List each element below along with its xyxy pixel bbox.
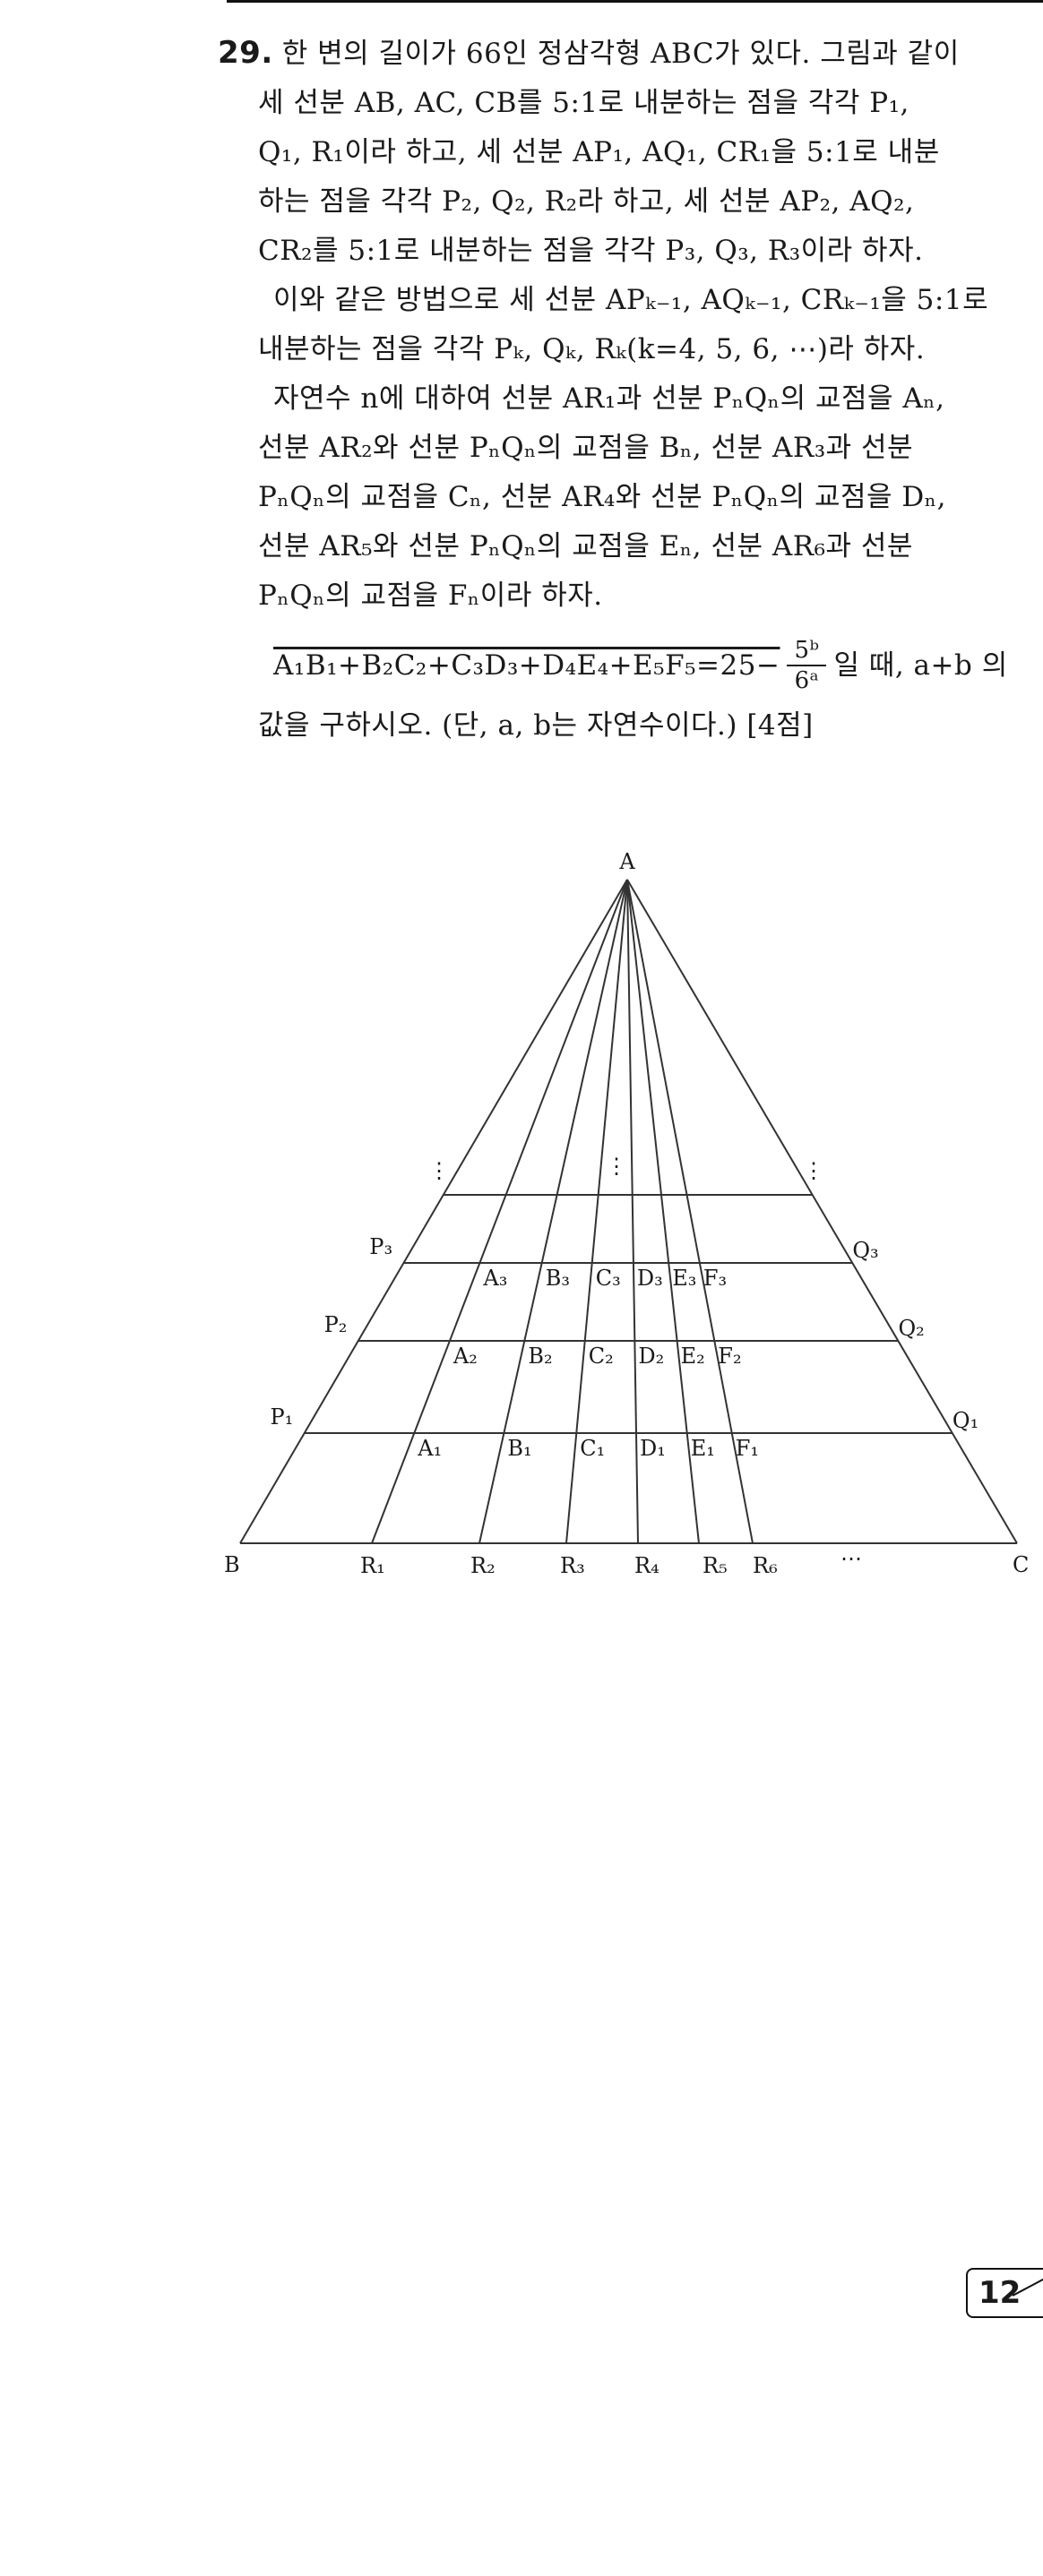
triangle-figure: A B C P₁ P₂ P₃ Q₁ Q₂ Q₃ R₁ R₂ R₃ R₄ R₅ R₆ A₁ B₁ C₁ D₁ E₁ F₁ A… <box>224 849 1029 1578</box>
label-r1: R₁ <box>360 1553 385 1578</box>
label-row1-5: F₁ <box>736 1436 759 1461</box>
problem-line-11: 선분 AR₅와 선분 PₙQₙ의 교점을 Eₙ, 선분 AR₆과 선분 <box>258 530 913 562</box>
problem-block: 29.한 변의 길이가 66인 정삼각형 ABC가 있다. 그림과 같이 세 선… <box>218 29 1029 751</box>
label-q3: Q₃ <box>852 1238 878 1263</box>
problem-line-8: 자연수 n에 대하여 선분 AR₁과 선분 PₙQₙ의 교점을 Aₙ, <box>273 382 945 415</box>
label-row1-0: A₁ <box>417 1436 442 1461</box>
dots-left: ⋮ <box>428 1158 450 1183</box>
label-r5: R₅ <box>703 1553 728 1578</box>
formula-tail: 일 때, a+b 의 <box>833 648 1008 682</box>
label-row2-2: C₂ <box>589 1344 614 1369</box>
label-row3-2: C₃ <box>596 1266 621 1291</box>
label-row3-5: F₃ <box>703 1266 727 1291</box>
question-number: 29. <box>218 35 273 71</box>
problem-last-line: 값을 구하시오. (단, a, b는 자연수이다.) [4점] <box>258 709 814 742</box>
problem-line-12: PₙQₙ의 교점을 Fₙ이라 하자. <box>258 580 603 612</box>
figure-labels: A B C P₁ P₂ P₃ Q₁ Q₂ Q₃ R₁ R₂ R₃ R₄ R₅ R₆ A₁ B₁ C₁ D₁ E₁ F₁ A… <box>224 849 1029 1578</box>
label-q1: Q₁ <box>952 1408 978 1433</box>
problem-line-6: 이와 같은 방법으로 세 선분 APₖ₋₁, AQₖ₋₁, CRₖ₋₁을 5:1… <box>273 284 989 316</box>
label-p1: P₁ <box>271 1404 294 1430</box>
label-row2-0: A₂ <box>453 1344 478 1369</box>
side-ac <box>626 879 1018 1544</box>
label-r4: R₄ <box>634 1553 659 1578</box>
problem-line-10: PₙQₙ의 교점을 Cₙ, 선분 AR₄와 선분 PₙQₙ의 교점을 Dₙ, <box>258 481 947 513</box>
dots-right: ⋮ <box>803 1158 824 1183</box>
label-row2-4: E₂ <box>681 1344 705 1369</box>
top-rule <box>227 0 1043 3</box>
label-row3-0: A₃ <box>482 1266 507 1291</box>
label-q2: Q₂ <box>898 1316 924 1341</box>
page-number: 12 <box>966 2268 1043 2318</box>
label-r6: R₆ <box>753 1553 778 1578</box>
figure-lines <box>239 879 1018 1544</box>
problem-line-7: 내분하는 점을 각각 Pₖ, Qₖ, Rₖ(k=4, 5, 6, ⋯)라 하자. <box>258 333 926 365</box>
label-row3-4: E₃ <box>672 1266 696 1291</box>
label-row1-4: E₁ <box>691 1436 715 1461</box>
fraction-bar <box>787 665 827 666</box>
label-b: B <box>224 1552 240 1577</box>
label-continuation: ⋯ <box>840 1546 862 1571</box>
label-p2: P₂ <box>324 1312 348 1337</box>
problem-text: 한 변의 길이가 66인 정삼각형 ABC가 있다. 그림과 같이 <box>281 38 960 70</box>
label-apex-a: A <box>618 849 635 874</box>
label-row1-1: B₁ <box>507 1436 531 1461</box>
problem-line-3: Q₁, R₁이라 하고, 세 선분 AP₁, AQ₁, CR₁을 5:1로 내분 <box>258 136 940 168</box>
fraction-numerator: 5ᵇ <box>794 637 820 664</box>
problem-line-4: 하는 점을 각각 P₂, Q₂, R₂라 하고, 세 선분 AP₂, AQ₂, <box>258 185 915 218</box>
dots-middle: ⋮ <box>606 1154 627 1179</box>
label-c: C <box>1013 1552 1029 1577</box>
formula-line: A₁B₁+B₂C₂+C₃D₃+D₄E₄+E₅F₅=25− 5ᵇ 6ᵃ 일 때, … <box>218 630 1029 701</box>
label-row2-1: B₂ <box>528 1344 552 1369</box>
problem-line-2: 세 선분 AB, AC, CB를 5:1로 내분하는 점을 각각 P₁, <box>258 87 909 119</box>
label-row1-3: D₁ <box>640 1436 666 1461</box>
label-row1-2: C₁ <box>580 1436 605 1461</box>
label-r2: R₂ <box>470 1553 496 1578</box>
segment-ar4 <box>626 879 639 1544</box>
fraction: 5ᵇ 6ᵃ <box>787 636 827 695</box>
formula-lhs: A₁B₁+B₂C₂+C₃D₃+D₄E₄+E₅F₅=25− <box>273 648 780 682</box>
label-r3: R₃ <box>560 1553 585 1578</box>
label-p3: P₃ <box>369 1234 392 1259</box>
label-row3-3: D₃ <box>637 1266 663 1291</box>
problem-line-5: CR₂를 5:1로 내분하는 점을 각각 P₃, Q₃, R₃이라 하자. <box>258 235 924 267</box>
problem-line-1: 29.한 변의 길이가 66인 정삼각형 ABC가 있다. 그림과 같이 <box>218 29 1029 79</box>
problem-line-9: 선분 AR₂와 선분 PₙQₙ의 교점을 Bₙ, 선분 AR₃과 선분 <box>258 432 914 464</box>
fraction-denominator: 6ᵃ <box>794 667 820 694</box>
label-row3-1: B₃ <box>546 1266 570 1291</box>
label-row2-5: F₂ <box>718 1344 741 1369</box>
label-row2-3: D₂ <box>638 1344 664 1369</box>
